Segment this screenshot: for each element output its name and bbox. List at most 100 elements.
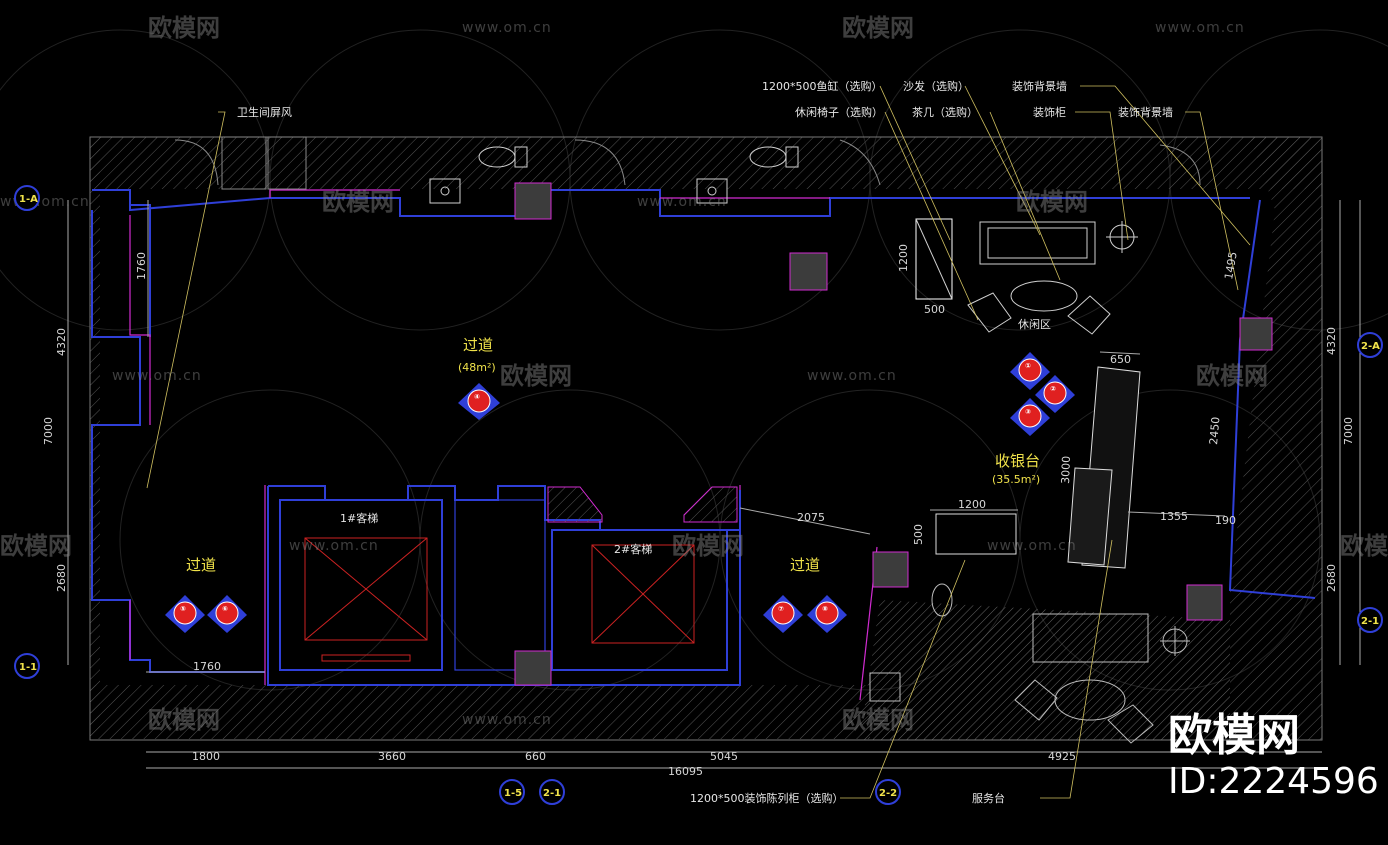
svg-text:⑥: ⑥ [222,605,228,613]
index-marker-1: ① [1010,352,1050,390]
svg-text:2-A: 2-A [1361,341,1380,352]
room-lounge: 休闲区 [1018,317,1051,331]
brand-overlay: 欧模网 ID:2224596 [1168,710,1379,802]
svg-text:7000: 7000 [42,417,55,445]
dimension-labels: 1760 4320 7000 2680 1760 1200 500 1495 4… [42,244,1355,778]
room-corridor-main: 过道 [463,336,493,354]
axis-right-bottom: 2-1 [1357,607,1383,633]
svg-text:7000: 7000 [1342,417,1355,445]
svg-text:www.om.cn: www.om.cn [987,538,1077,554]
watermarks: 欧模网 www.om.cn 欧模网 www.om.cn 欧模网 www.om.c… [0,14,1388,734]
label-feature-wall-1: 装饰背景墙 [1012,79,1067,93]
svg-text:4925: 4925 [1048,750,1076,763]
svg-text:2680: 2680 [55,564,68,592]
index-marker-7: ⑦ [763,595,803,633]
svg-text:2075: 2075 [797,511,825,524]
room-corridor-right: 过道 [790,556,820,574]
svg-text:www.om.cn: www.om.cn [807,368,897,384]
svg-text:④: ④ [474,393,480,401]
svg-text:www.om.cn: www.om.cn [462,20,552,36]
leader-lines [146,85,1251,799]
svg-text:1200: 1200 [897,244,910,272]
axis-right-top: 2-A [1357,332,1383,358]
svg-text:1800: 1800 [192,750,220,763]
label-display-cabinet: 1200*500装饰陈列柜（选购） [690,791,844,805]
svg-text:欧模网: 欧模网 [1196,362,1268,390]
svg-text:欧模网: 欧模网 [0,532,72,560]
svg-text:1760: 1760 [135,252,148,280]
index-marker-6: ⑥ [207,595,247,633]
svg-text:4320: 4320 [55,328,68,356]
label-service-desk: 服务台 [972,791,1005,805]
svg-text:欧模网: 欧模网 [500,362,572,390]
axis-bottom-2: 2-1 [539,779,565,805]
room-elevator-1: 1#客梯 [340,511,378,525]
svg-text:3000: 3000 [1059,456,1073,484]
svg-text:①: ① [1025,362,1031,370]
index-marker-5: ⑤ [165,595,205,633]
svg-text:660: 660 [525,750,546,763]
svg-text:2-2: 2-2 [879,788,897,799]
svg-text:1-5: 1-5 [504,788,522,799]
svg-text:欧模网: 欧模网 [672,532,744,560]
label-sofa: 沙发（选购） [903,79,969,93]
axis-bottom-1: 1-5 [499,779,525,805]
dimension-lines [67,200,1361,769]
svg-text:www.om.cn: www.om.cn [0,194,90,210]
toilet-fixtures [174,136,1201,204]
label-leisure-chair: 休闲椅子（选购） [795,105,883,119]
svg-text:1200: 1200 [958,498,986,511]
outer-walls [89,136,1323,741]
room-elevator-2: 2#客梯 [614,542,652,556]
axis-left-top: 1-A [14,185,40,211]
svg-text:欧模网: 欧模网 [842,14,914,42]
svg-text:1760: 1760 [193,660,221,673]
brand-large-text: 欧模网 [1168,710,1300,761]
label-deco-cabinet: 装饰柜 [1033,105,1066,119]
label-tea-table: 茶几（选购） [912,105,978,119]
svg-text:500: 500 [912,524,925,545]
lounge-furniture [915,218,1138,335]
svg-text:1-1: 1-1 [19,662,37,673]
svg-text:5045: 5045 [710,750,738,763]
model-id-text: ID:2224596 [1168,761,1379,802]
svg-text:欧模网: 欧模网 [148,706,220,734]
index-marker-3: ③ [1010,398,1050,436]
label-feature-wall-2: 装饰背景墙 [1118,105,1173,119]
svg-text:1495: 1495 [1222,251,1240,281]
axis-left-bottom: 1-1 [14,653,40,679]
svg-text:⑤: ⑤ [180,605,186,613]
index-marker-8: ⑧ [807,595,847,633]
svg-text:欧模网: 欧模网 [1016,188,1088,216]
svg-text:16095: 16095 [668,765,703,778]
axis-bubbles: 1-A 1-1 2-A 2-1 1-5 2-1 2-2 [14,185,1383,805]
svg-text:欧模网: 欧模网 [148,14,220,42]
svg-text:650: 650 [1110,353,1131,366]
svg-text:2450: 2450 [1207,416,1222,445]
svg-text:www.om.cn: www.om.cn [462,712,552,728]
svg-text:2-1: 2-1 [543,788,561,799]
columns [514,182,1273,686]
svg-text:③: ③ [1025,408,1031,416]
svg-text:www.om.cn: www.om.cn [289,538,379,554]
svg-text:2680: 2680 [1325,564,1338,592]
elevator-shafts [267,485,741,686]
index-marker-4: ④ [458,383,500,420]
room-corridor-left: 过道 [186,556,216,574]
svg-text:欧模网: 欧模网 [322,188,394,216]
svg-text:1-A: 1-A [19,194,38,205]
svg-text:⑦: ⑦ [778,605,784,613]
cashier-counter [935,366,1141,569]
svg-text:www.om.cn: www.om.cn [112,368,202,384]
svg-text:⑧: ⑧ [822,605,828,613]
svg-text:②: ② [1050,385,1056,393]
axis-bottom-3: 2-2 [875,779,901,805]
service-area-furniture [869,583,1190,744]
svg-text:4320: 4320 [1325,327,1338,355]
svg-text:欧模网: 欧模网 [1340,532,1388,560]
svg-text:3660: 3660 [378,750,406,763]
svg-text:1355: 1355 [1160,510,1188,523]
room-corridor-main-area: (48m²) [458,361,496,374]
